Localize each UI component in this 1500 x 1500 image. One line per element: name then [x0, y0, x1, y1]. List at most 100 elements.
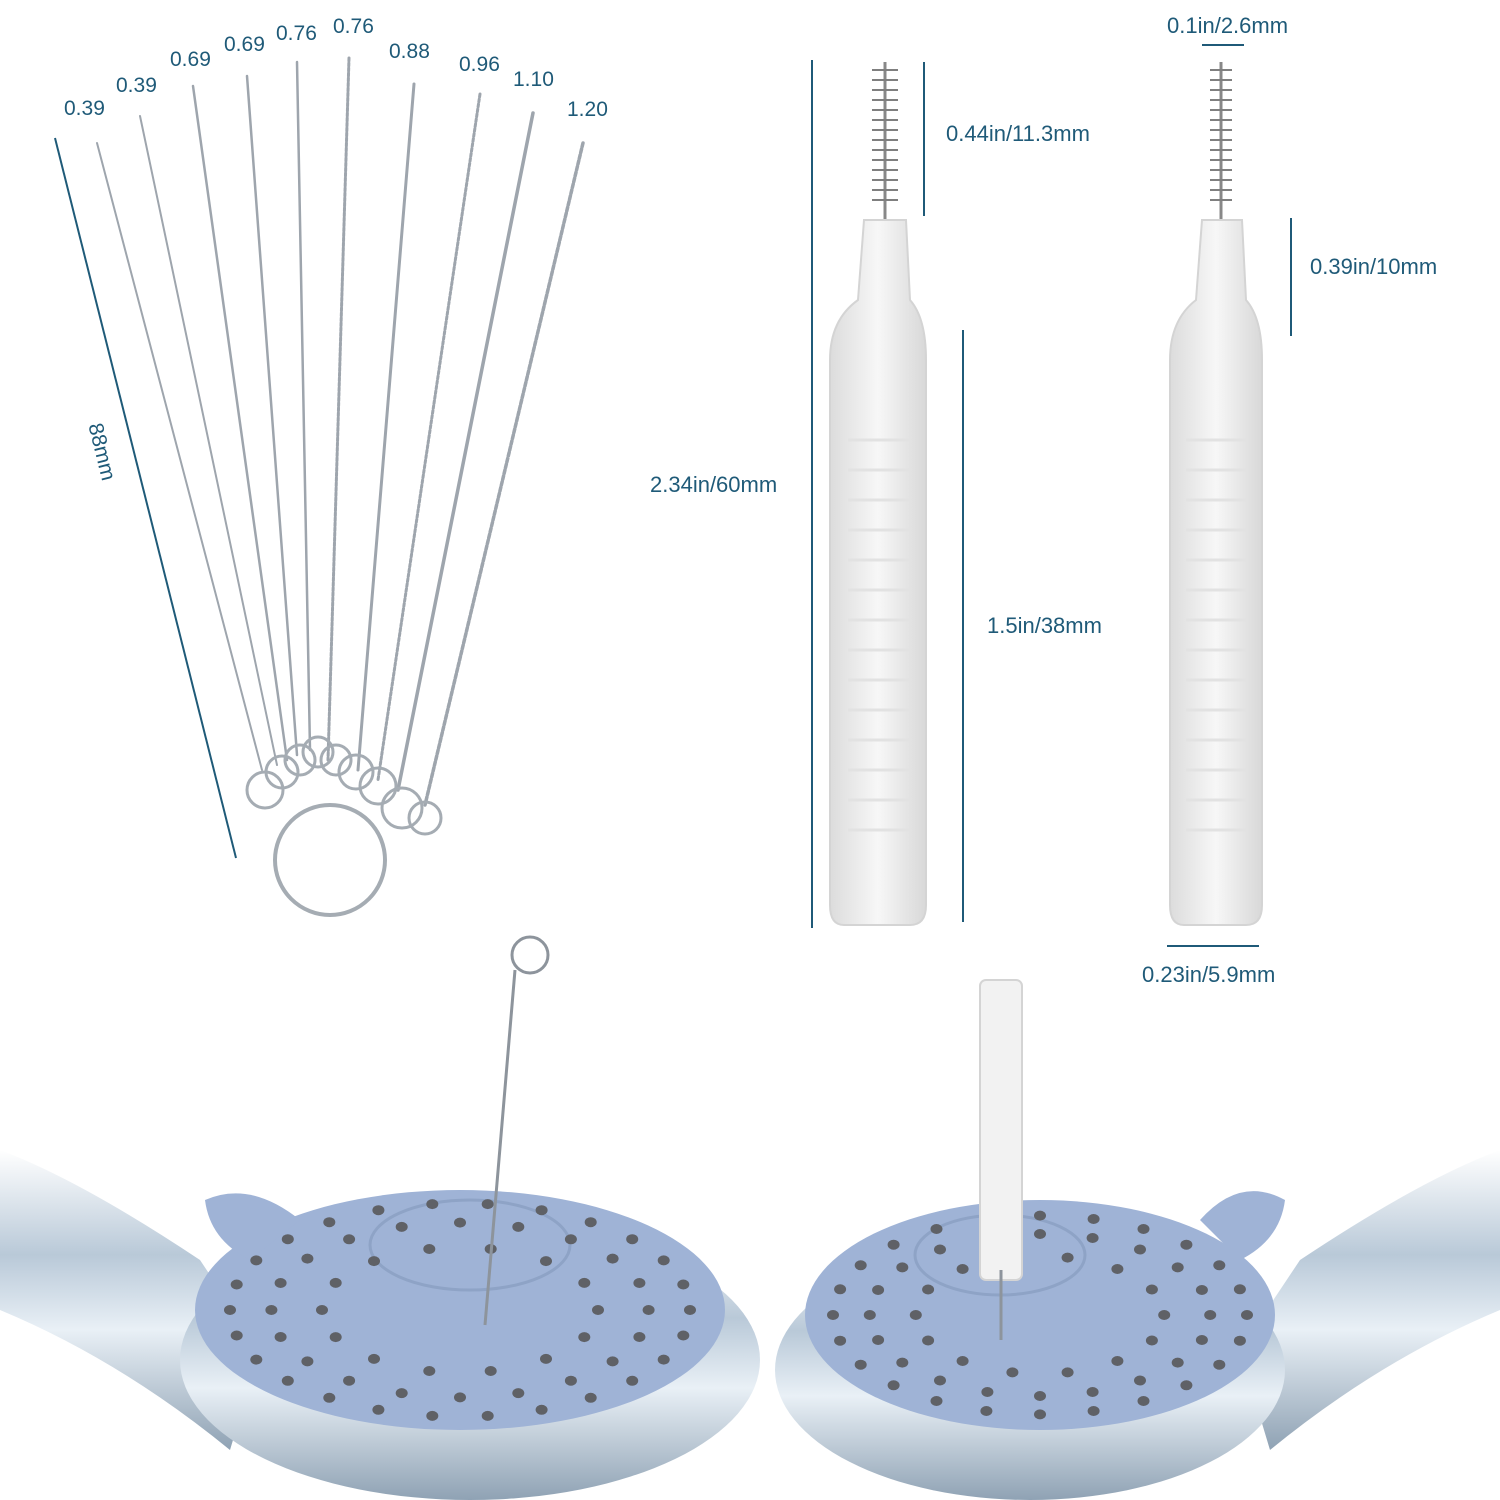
nozzle-dot: [827, 1310, 839, 1320]
nozzle-dot: [230, 1330, 243, 1341]
nozzle-dot: [481, 1410, 494, 1421]
needle-size-label: 0.69: [170, 48, 211, 71]
small-loop: [245, 770, 285, 810]
nozzle-dot: [854, 1260, 867, 1271]
nozzle-dot: [578, 1332, 591, 1343]
nozzle-dot: [626, 1234, 639, 1245]
small-loop: [358, 766, 398, 806]
brush-bristles: [872, 69, 898, 201]
nozzle-dot: [1086, 1387, 1099, 1397]
nozzle-dot: [854, 1359, 867, 1370]
brush-handle: [1169, 219, 1263, 926]
nozzle-dot: [1137, 1224, 1150, 1234]
nozzle-dot: [540, 1353, 552, 1364]
nozzle-dot: [1111, 1356, 1124, 1366]
nozzle-dot: [423, 1244, 436, 1254]
nozzle-dot: [1034, 1210, 1046, 1221]
nozzle-dot: [1111, 1264, 1124, 1274]
nozzle-dot: [606, 1356, 619, 1367]
nozzle-dot: [426, 1410, 439, 1421]
nozzle-dot: [1195, 1285, 1208, 1295]
shower-face: [805, 1200, 1275, 1430]
neck-length-line: [1290, 218, 1292, 336]
key-ring: [273, 803, 387, 917]
nozzle-dot: [578, 1277, 591, 1288]
total-length-label: 2.34in/60mm: [650, 472, 778, 497]
nozzle-dot: [1204, 1310, 1217, 1320]
nozzle-dot: [1086, 1233, 1099, 1243]
small-loop: [301, 735, 335, 769]
nozzle-dot: [872, 1335, 885, 1345]
nozzle-dot: [372, 1205, 385, 1216]
needle-1: [96, 142, 263, 771]
needle-size-label: 0.39: [116, 74, 157, 97]
needle-10: [423, 141, 585, 807]
nozzle-dot: [368, 1353, 380, 1364]
handle-grip-ridges: [848, 438, 910, 832]
nozzle-dot: [395, 1221, 408, 1232]
nozzle-dot: [1134, 1244, 1146, 1255]
nozzle-dot: [1034, 1409, 1046, 1420]
nozzle-dot: [250, 1255, 263, 1266]
tip-diameter-line: [1202, 44, 1244, 46]
nozzle-dot: [1195, 1335, 1208, 1345]
nozzle-dot: [535, 1404, 548, 1415]
cleaning-needles-illustration: [54, 56, 585, 917]
nozzle-dot: [1061, 1367, 1074, 1378]
nozzle-dot: [934, 1244, 946, 1255]
handle-length-label: 1.5in/38mm: [987, 613, 1102, 638]
nozzle-dot: [1180, 1380, 1193, 1391]
nozzle-dot: [1034, 1391, 1046, 1401]
nozzle-dot: [1034, 1229, 1046, 1239]
shower-handle-chrome: [1240, 1150, 1500, 1450]
nozzles: [224, 1199, 696, 1421]
nozzle-dot: [896, 1357, 909, 1368]
nozzle-dot: [368, 1256, 380, 1267]
nozzle-dot: [1061, 1252, 1074, 1263]
nozzle-dot: [230, 1279, 243, 1290]
nozzle-dot: [281, 1234, 294, 1245]
nozzle-dot: [922, 1335, 935, 1346]
nozzle-dot: [281, 1375, 294, 1386]
tip-diameter-label: 0.1in/2.6mm: [1167, 13, 1289, 38]
usage-illustration: [0, 935, 1500, 1500]
nozzle-dot: [956, 1356, 969, 1366]
brush-illustration: [829, 62, 1263, 926]
nozzle-dot: [372, 1404, 385, 1415]
nozzle-dot: [1087, 1406, 1100, 1416]
needle-size-label: 0.39: [64, 97, 105, 120]
nozzle-dot: [250, 1354, 263, 1365]
nozzle-dot: [1233, 1284, 1246, 1295]
nozzle-dot: [934, 1375, 946, 1386]
nozzle-dot: [540, 1256, 552, 1267]
small-loop: [264, 754, 300, 790]
cleaning-brush-in-use: [979, 979, 1023, 1340]
handle-grip-ridges: [1186, 438, 1248, 832]
nozzle-dot: [633, 1278, 646, 1288]
nozzle-dot: [323, 1392, 336, 1403]
nozzle-dot: [274, 1332, 287, 1342]
brush-large: [829, 62, 927, 926]
nozzle-dot: [1233, 1335, 1246, 1346]
nozzle-dot: [896, 1262, 909, 1273]
brush-bristles: [1210, 69, 1232, 201]
nozzle-dot: [863, 1310, 876, 1320]
needle-size-label: 1.20: [567, 98, 608, 121]
nozzle-dot: [1213, 1260, 1226, 1271]
needle-loops: [245, 735, 443, 917]
nozzle-dot: [564, 1375, 577, 1386]
nozzle-dot: [301, 1356, 314, 1367]
small-loop: [319, 743, 353, 777]
nozzle-dot: [930, 1224, 943, 1234]
nozzle-dot: [481, 1199, 494, 1210]
nozzle-dot: [1087, 1214, 1100, 1224]
needle-size-label: 1.10: [513, 68, 554, 91]
nozzle-dot: [426, 1199, 439, 1210]
needle-size-label: 0.69: [224, 33, 265, 56]
neck-length-label: 0.39in/10mm: [1310, 254, 1438, 279]
needle-9: [396, 111, 535, 792]
needle-size-label: 0.88: [389, 40, 430, 63]
handle-length-line: [962, 330, 964, 922]
small-loop: [283, 743, 317, 777]
nozzle-dot: [1158, 1310, 1171, 1320]
